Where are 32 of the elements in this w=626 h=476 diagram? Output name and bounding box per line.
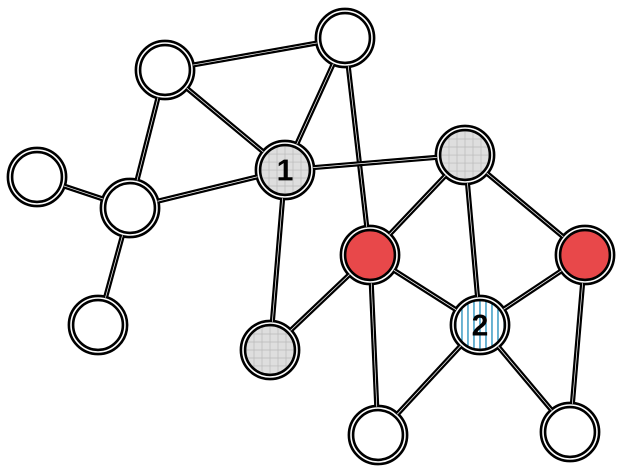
circle-node: [540, 402, 600, 462]
circle-node: [348, 404, 408, 466]
circle-node: [100, 178, 160, 238]
connector-line: [185, 86, 265, 154]
circle-node: [554, 224, 616, 286]
circle-node: [134, 40, 196, 100]
connector-line: [192, 40, 318, 68]
connector-line: [464, 182, 480, 298]
connector-line: [395, 344, 463, 416]
connector-line: [270, 198, 286, 322]
circle-node: [340, 224, 400, 286]
connector-line: [392, 268, 458, 312]
circle-node: [314, 8, 376, 68]
connector-line: [312, 154, 438, 170]
connector-line: [288, 272, 352, 332]
circle-node: [68, 294, 128, 356]
connector-line: [103, 234, 125, 298]
connector-line: [485, 171, 565, 239]
connector-line: [294, 62, 336, 146]
connector-line: [63, 184, 104, 202]
connector-line: [368, 282, 380, 408]
circle-node: [240, 320, 300, 380]
connector-line: [502, 268, 563, 312]
connector-line: [346, 66, 370, 228]
connector-line: [570, 282, 586, 404]
circle-node: [6, 146, 68, 208]
connector-line: [134, 96, 161, 182]
circle-node: [434, 124, 496, 186]
numbered-circle-node: 1: [254, 140, 316, 200]
connector-line: [388, 174, 448, 236]
connector-line: [156, 174, 258, 204]
connector-line: [496, 345, 554, 412]
